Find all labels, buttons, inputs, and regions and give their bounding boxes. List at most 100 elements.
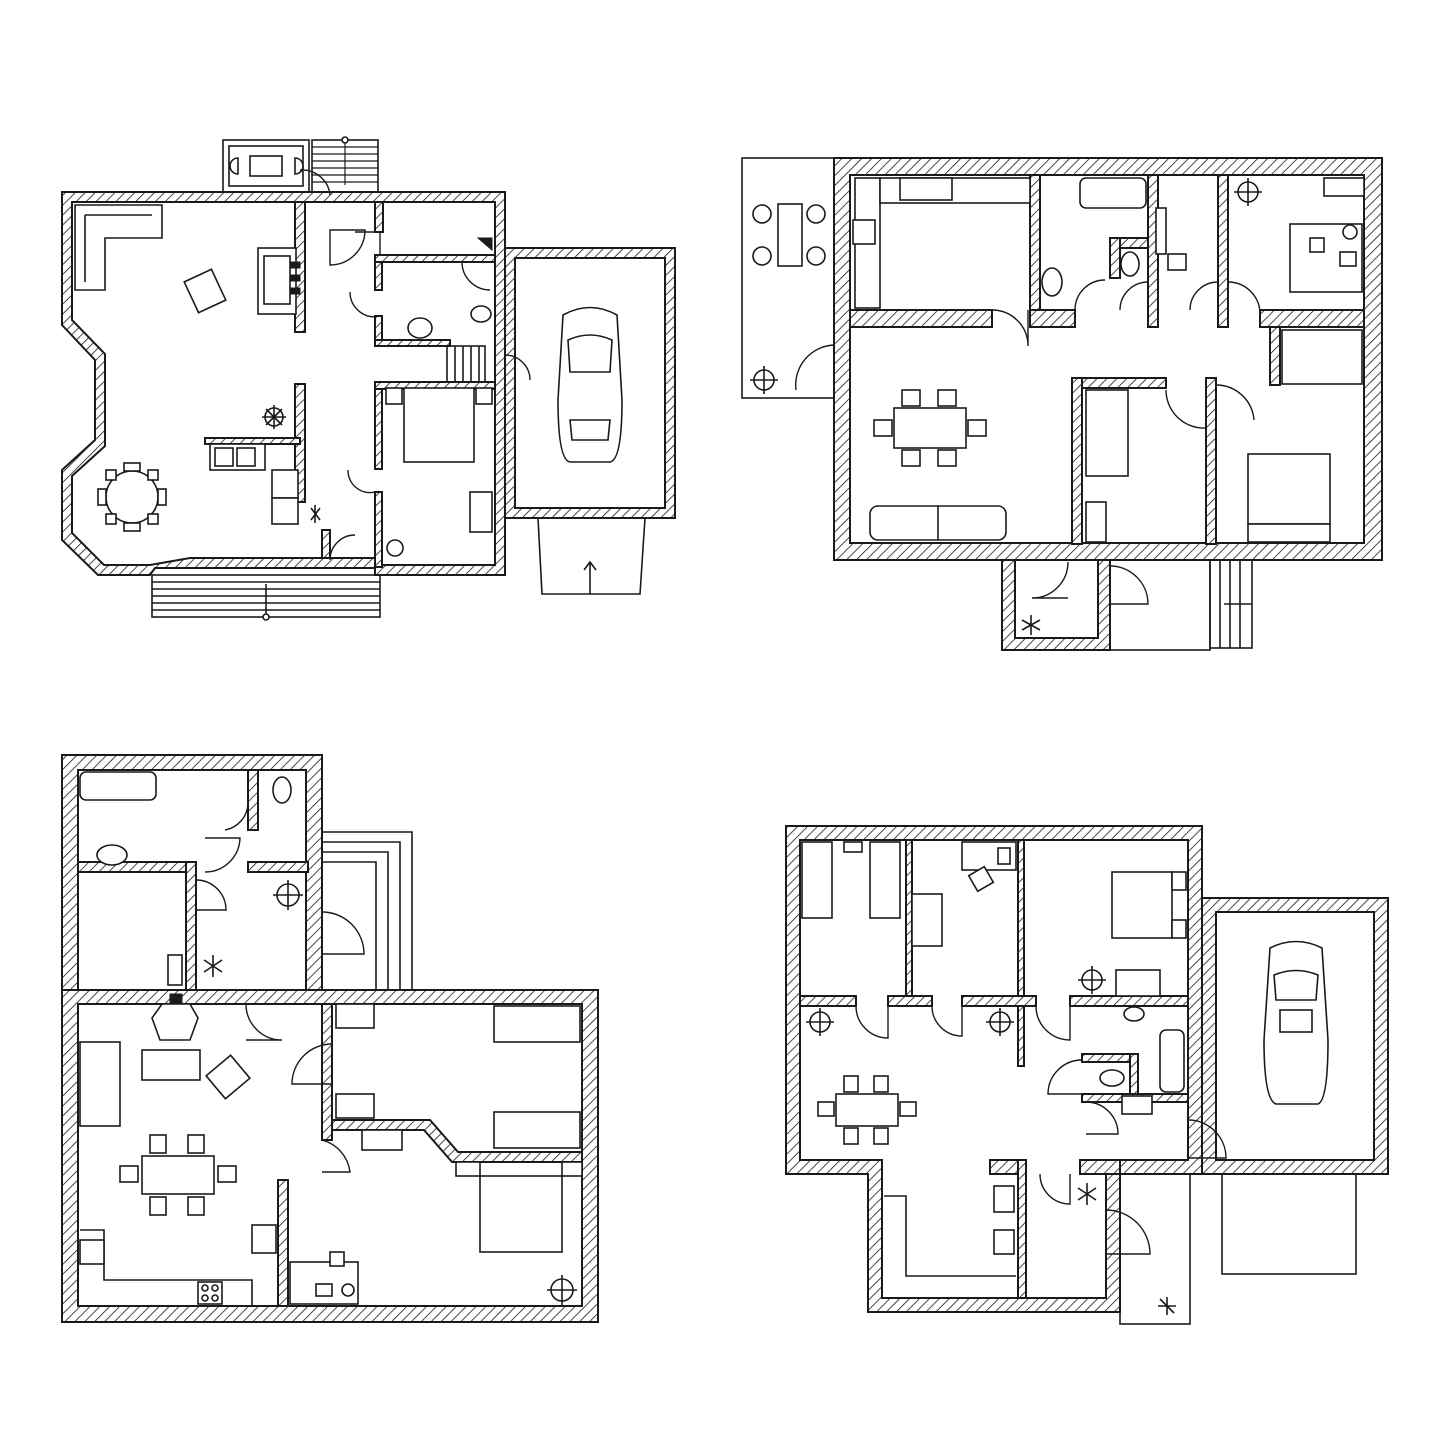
- double-bed: [403, 387, 475, 463]
- wall-int: [1109, 237, 1121, 279]
- desk-lamp: [1342, 224, 1358, 240]
- balcony-top: [222, 139, 310, 193]
- sink-icon: [993, 1185, 1015, 1213]
- wall-int: [185, 861, 197, 991]
- door-arc: [195, 879, 227, 911]
- door-arc: [794, 344, 835, 391]
- wall-int-3: [374, 201, 384, 233]
- fireplace-knob: [289, 261, 301, 269]
- nightstand: [455, 1161, 481, 1177]
- desk-chair: [967, 865, 995, 893]
- balcony-table: [249, 155, 283, 177]
- plant-icon: [273, 880, 303, 910]
- shelf: [1323, 177, 1365, 197]
- dining-chair: [843, 1075, 859, 1093]
- outer-wall: [61, 191, 506, 576]
- dining-chair: [817, 1101, 835, 1117]
- wall-int: [1029, 174, 1041, 311]
- stove: [852, 219, 876, 245]
- washer: [1121, 1095, 1153, 1115]
- wall-int-9: [374, 388, 383, 470]
- balcony-chair-right: [294, 157, 304, 175]
- dining-chair: [873, 1127, 889, 1145]
- wall-int: [1071, 377, 1083, 545]
- wall-int: [1205, 377, 1217, 545]
- double-bed: [479, 1175, 563, 1253]
- car-icon: [557, 306, 623, 463]
- bathtub: [1159, 1029, 1185, 1093]
- wall-int: [961, 995, 1037, 1007]
- terrace-chair: [752, 204, 772, 224]
- dining-chair: [873, 419, 893, 437]
- wall-int: [77, 861, 189, 873]
- desk-chair: [329, 1251, 345, 1267]
- toilet-icon: [272, 776, 292, 804]
- dining-chair: [901, 449, 921, 467]
- toilet-icon: [1041, 267, 1063, 297]
- dining-table: [893, 407, 967, 449]
- wall-int: [1129, 1053, 1139, 1095]
- front-stairs: [151, 574, 381, 618]
- door-arc: [321, 911, 365, 955]
- nightstand: [385, 387, 403, 405]
- light-fixture-icon: [1021, 615, 1041, 635]
- side-stairs: [322, 831, 413, 990]
- wall-int: [887, 995, 933, 1007]
- desk-chair: [1309, 237, 1325, 253]
- dining-chair: [967, 419, 987, 437]
- sink-icon: [214, 447, 234, 467]
- plan-top-left: [61, 136, 676, 621]
- washing-basin: [96, 844, 128, 866]
- cabinet: [361, 1129, 403, 1151]
- plant-icon: [750, 366, 778, 394]
- wall-int: [1017, 839, 1025, 997]
- laptop: [315, 1283, 333, 1297]
- fireplace: [151, 1003, 199, 1041]
- dining-table: [835, 1093, 899, 1127]
- door-arc: [1215, 384, 1255, 421]
- door-arc: [347, 469, 376, 494]
- wall-int: [989, 1159, 1021, 1175]
- entry-wall: [1001, 559, 1111, 651]
- nightstand: [1171, 871, 1187, 891]
- dining-chair: [187, 1134, 205, 1154]
- door-arc: [1031, 561, 1069, 599]
- cabinet: [335, 1093, 375, 1119]
- plant-icon: [806, 1008, 834, 1036]
- terrace-chair: [806, 246, 826, 266]
- garage-wall: [1201, 897, 1389, 1175]
- terrace-table: [777, 203, 803, 267]
- nightstand: [1171, 919, 1187, 939]
- chair-small: [386, 539, 404, 557]
- wall-int-7: [374, 339, 451, 347]
- driveway: [537, 517, 646, 595]
- plant-icon: [262, 405, 286, 429]
- coffee-table: [141, 1049, 201, 1081]
- terrace-chair: [752, 246, 772, 266]
- outer-wall: [833, 157, 1383, 561]
- door-arc: [504, 354, 531, 381]
- dining-chair: [901, 389, 921, 407]
- wall-int-10: [374, 491, 383, 568]
- wall-int: [1269, 326, 1281, 386]
- door-arc: [1227, 281, 1261, 315]
- wardrobe: [1085, 501, 1107, 543]
- single-bed: [493, 1111, 581, 1149]
- door-arc: [1189, 281, 1219, 311]
- armchair: [204, 1054, 252, 1100]
- wardrobe: [469, 491, 493, 533]
- burner: [211, 1284, 219, 1292]
- plant-icon: [986, 1008, 1014, 1036]
- driveway: [1221, 1173, 1357, 1275]
- cabinet: [251, 1224, 277, 1254]
- door-arc: [1105, 1209, 1151, 1255]
- wall-int: [247, 769, 259, 831]
- door-arc: [855, 1005, 889, 1039]
- door-arc: [1039, 1173, 1071, 1205]
- cabinet: [335, 1003, 375, 1029]
- door-arc: [349, 291, 376, 318]
- sofa: [79, 1041, 121, 1127]
- sink-icon: [236, 447, 256, 467]
